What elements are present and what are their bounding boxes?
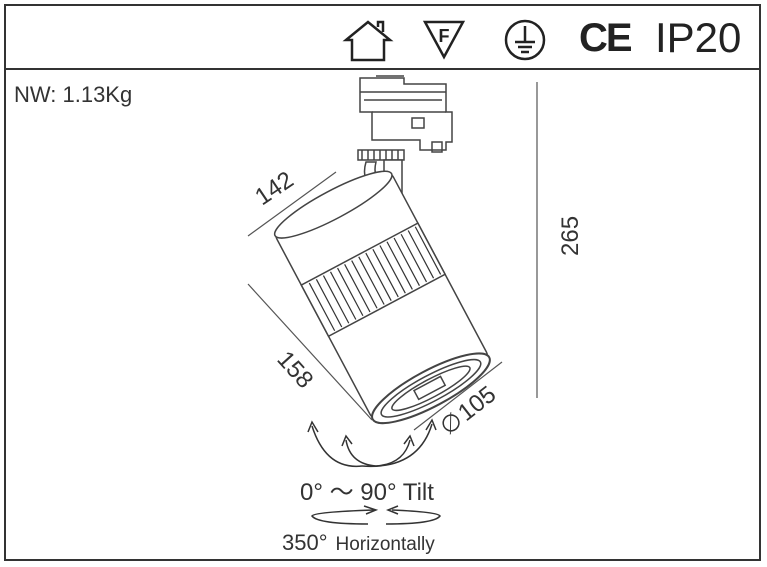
f-mark-icon: F: [422, 20, 466, 60]
rotation-degrees: 350°: [282, 530, 328, 555]
f-mark-letter: F: [439, 26, 450, 46]
tilt-range-label: 0° ～ 90° Tilt: [300, 479, 434, 506]
swivel-ring: [357, 149, 405, 161]
tilt-arrows-icon: [307, 418, 437, 468]
house-icon: [342, 20, 394, 62]
rotation-arrows-icon: [311, 505, 441, 525]
spec-sheet-frame: F CE IP20: [4, 4, 761, 561]
ip-rating: IP20: [655, 14, 742, 61]
net-weight: NW: 1.13Kg: [14, 82, 133, 107]
track-adapter: [359, 75, 453, 153]
rotation-direction: Horizontally: [335, 534, 435, 555]
ground-earth-icon: [504, 19, 546, 61]
dim-height-label: 265: [557, 216, 584, 256]
dim-width-line: [247, 171, 337, 237]
header-bar: F CE IP20: [6, 6, 759, 70]
rotation-label: 350° Horizontally: [282, 530, 435, 556]
dim-length-line: [247, 283, 373, 421]
dim-diameter-line: [413, 361, 503, 431]
lamp-body: [273, 170, 491, 425]
ce-mark: CE: [579, 16, 633, 60]
